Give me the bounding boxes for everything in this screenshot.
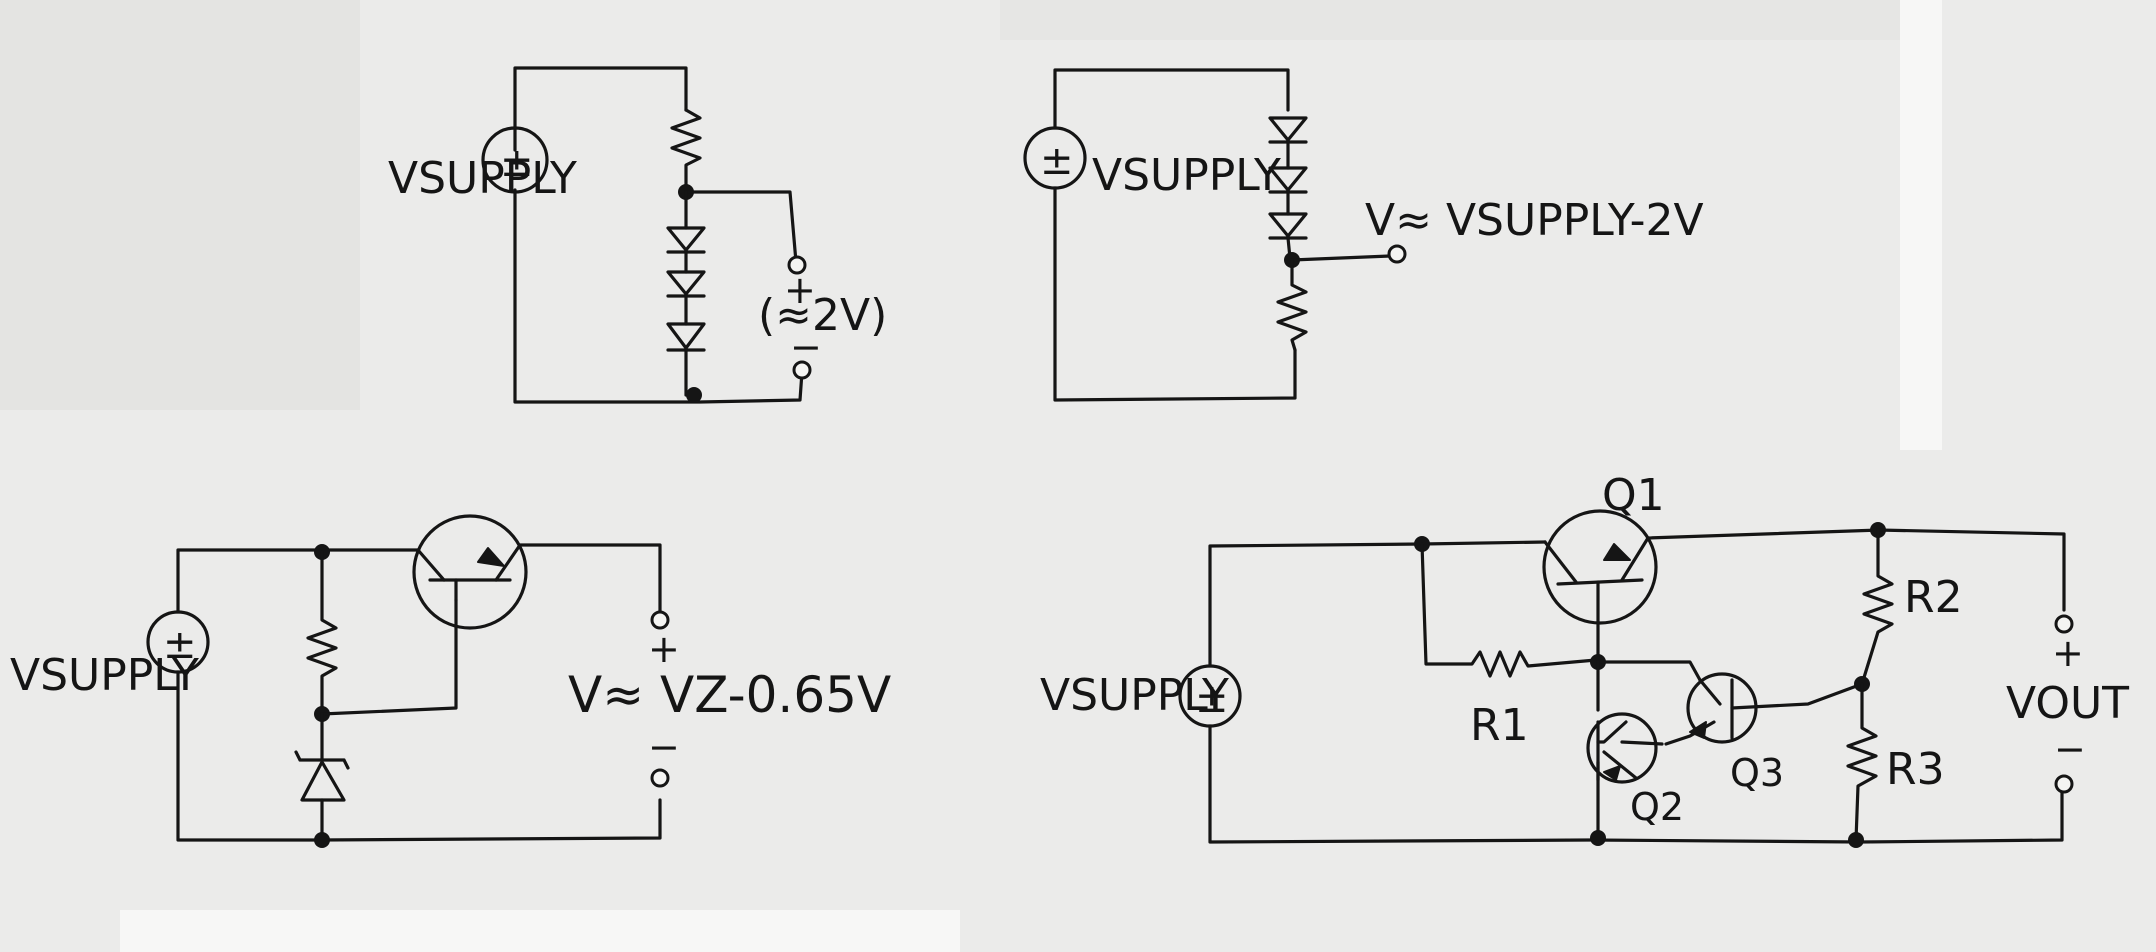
resistor-r1-icon bbox=[1420, 542, 1598, 678]
paper-patches bbox=[120, 0, 1942, 952]
output-terminal-minus bbox=[2054, 774, 2074, 794]
wire-top bbox=[176, 548, 420, 614]
output-plus-label: + bbox=[2052, 631, 2084, 675]
junction-node bbox=[686, 387, 702, 403]
diode-icon bbox=[666, 226, 706, 254]
wire-base bbox=[320, 598, 458, 716]
supply-label: VSUPPLY bbox=[1040, 670, 1229, 721]
q2-label: Q2 bbox=[1630, 785, 1684, 829]
wire-output bbox=[1290, 254, 1392, 262]
zener-diode-icon bbox=[294, 750, 350, 802]
output-voltage-label: V≈ VZ-0.65V bbox=[568, 666, 891, 724]
resistor-r2-icon bbox=[1860, 528, 1894, 686]
junction-node bbox=[314, 832, 330, 848]
wire-top-right bbox=[1876, 528, 2066, 612]
resistor-r3-icon bbox=[1846, 682, 1878, 842]
junction-node bbox=[1848, 832, 1864, 848]
output-terminal-plus bbox=[650, 610, 670, 630]
supply-label: VSUPPLY bbox=[388, 153, 577, 204]
circuit-zener-follower: ± VSUPPLY + V≈ VZ-0.65V − bbox=[10, 514, 891, 848]
junction-node bbox=[1590, 830, 1606, 846]
output-terminal-plus bbox=[2054, 614, 2074, 634]
wire-top-left bbox=[1208, 540, 1547, 668]
wire-bottom bbox=[1053, 186, 1297, 402]
q2-transistor-icon bbox=[1586, 660, 1664, 834]
q3-label: Q3 bbox=[1730, 751, 1784, 795]
wire-bottom bbox=[513, 188, 804, 404]
circuit-regulator: ± VSUPPLY R1 Q1 Q2 bbox=[1040, 470, 2129, 848]
diode-icon bbox=[666, 322, 706, 352]
supply-label: VSUPPLY bbox=[1092, 150, 1281, 201]
diode-icon bbox=[1268, 212, 1308, 240]
output-plus-label: + bbox=[648, 627, 680, 671]
voltage-source-icon bbox=[1178, 664, 1242, 728]
output-voltage-label: (≈2V) bbox=[758, 290, 887, 341]
resistor-icon bbox=[1276, 258, 1308, 352]
q1-transistor-icon bbox=[1542, 509, 1882, 664]
voltage-source-icon bbox=[481, 126, 549, 194]
circuit-diode-drop: ± VSUPPLY V≈ VSUPPLY-2V bbox=[1023, 68, 1704, 402]
output-terminal bbox=[1387, 244, 1407, 264]
r3-label: R3 bbox=[1886, 744, 1945, 795]
r1-label: R1 bbox=[1470, 700, 1529, 751]
output-minus-label: − bbox=[648, 725, 680, 769]
wire-top bbox=[513, 66, 688, 152]
output-terminal-minus bbox=[650, 768, 670, 788]
q3-transistor-icon bbox=[1664, 672, 1864, 746]
diode-icon bbox=[1268, 116, 1308, 144]
output-voltage-label: VOUT bbox=[2006, 678, 2129, 729]
output-terminal-minus bbox=[792, 360, 812, 380]
source-polarity: ± bbox=[500, 140, 534, 186]
wire-bottom bbox=[1208, 724, 2064, 844]
resistor-icon bbox=[670, 108, 702, 194]
q1-label: Q1 bbox=[1602, 470, 1665, 521]
voltage-source-icon bbox=[1023, 126, 1087, 190]
source-polarity: ± bbox=[1195, 676, 1229, 722]
output-minus-label: − bbox=[2054, 727, 2086, 771]
source-polarity: ± bbox=[1040, 138, 1074, 184]
output-plus-label: + bbox=[784, 268, 816, 312]
wire-q3-collector bbox=[1596, 660, 1702, 682]
wire-top bbox=[1053, 68, 1290, 130]
source-polarity: ± bbox=[163, 622, 197, 668]
voltage-source-icon bbox=[146, 610, 210, 674]
resistor-icon bbox=[306, 550, 338, 716]
output-terminal-plus bbox=[787, 255, 807, 275]
diode-icon bbox=[666, 270, 706, 298]
output-voltage-label: V≈ VSUPPLY-2V bbox=[1365, 195, 1704, 246]
npn-transistor-icon bbox=[412, 514, 662, 630]
circuit-diode-reference: ± VSUPPLY + (≈2V) − bbox=[388, 66, 887, 404]
wire-tap bbox=[684, 190, 798, 264]
supply-label: VSUPPLY bbox=[10, 650, 199, 701]
r2-label: R2 bbox=[1904, 572, 1963, 623]
